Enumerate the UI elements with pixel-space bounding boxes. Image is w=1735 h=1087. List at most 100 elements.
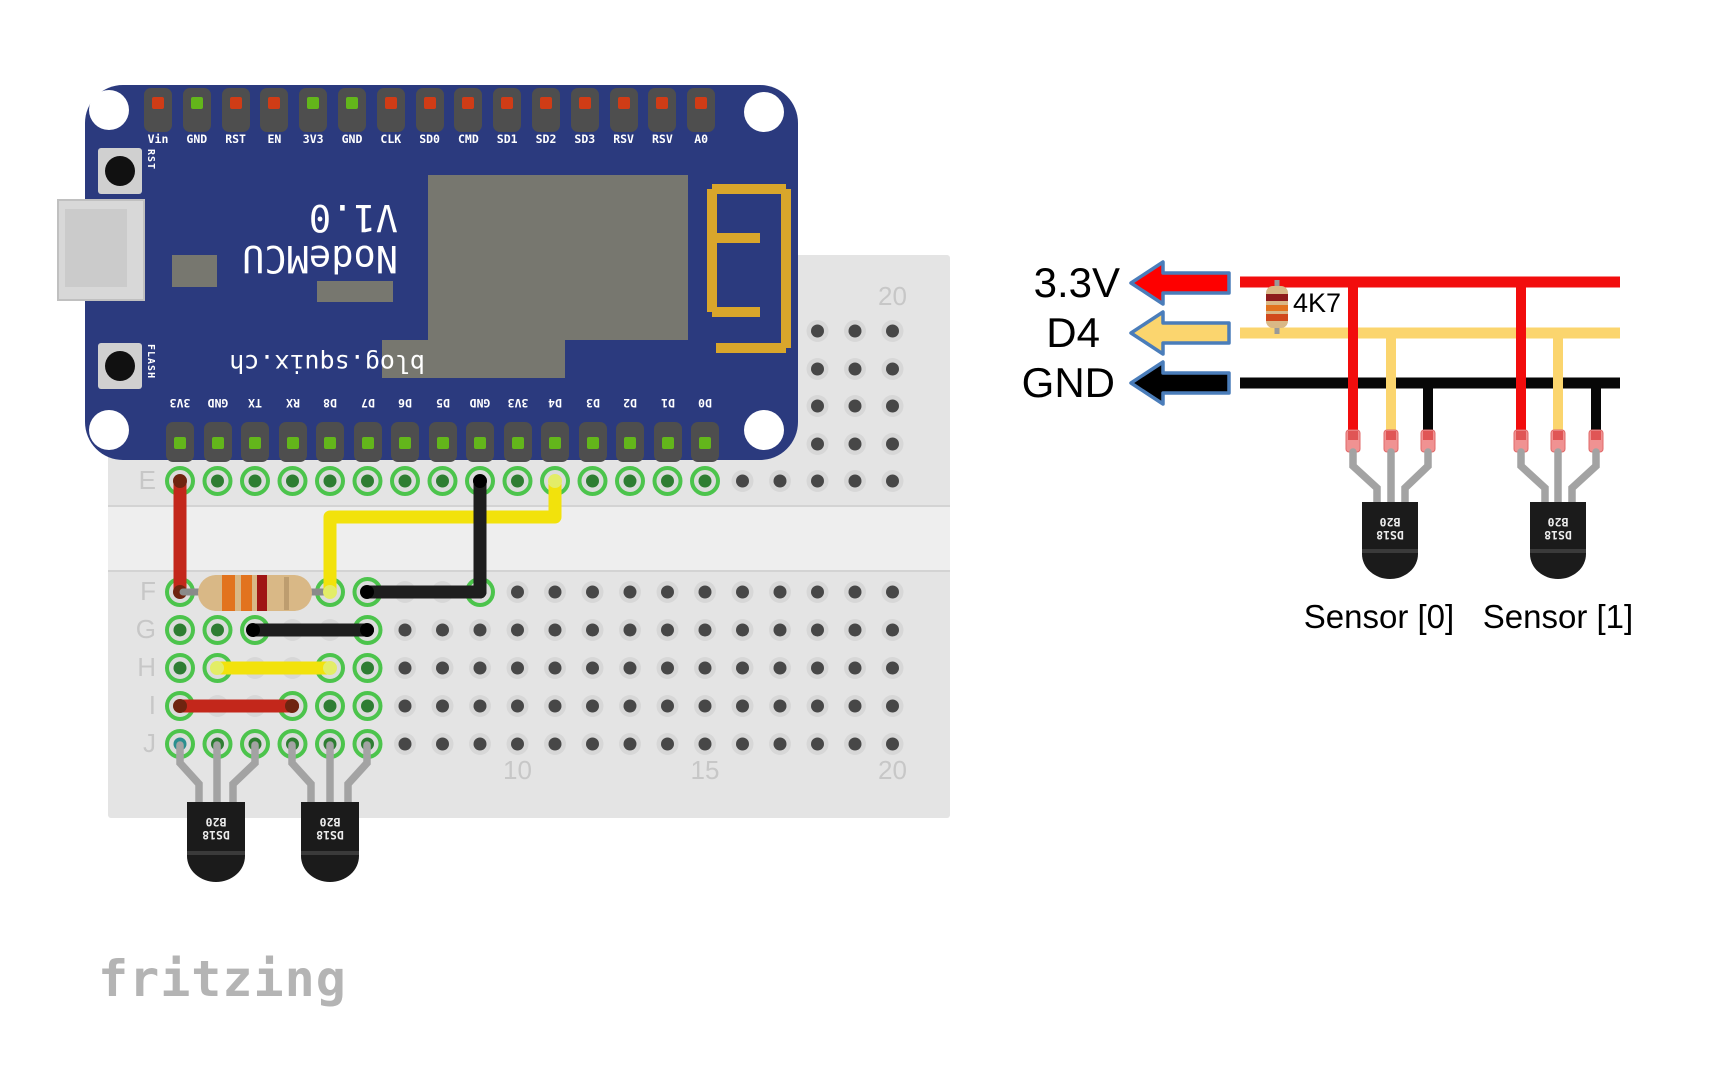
rst-button[interactable] (98, 148, 142, 194)
pin-label: A0 (694, 132, 709, 146)
pin-label: GND (186, 132, 208, 146)
pin-indicator (152, 97, 164, 109)
schematic-label-d4: D4 (1046, 309, 1100, 356)
pin-indicator (249, 437, 261, 449)
pin-label: EN (267, 132, 282, 146)
board-subtitle: blog.squix.ch (229, 349, 425, 378)
mounting-hole (744, 410, 784, 450)
chip-text-line1: DS18 (202, 828, 230, 842)
mounting-hole (89, 90, 129, 130)
pin-indicator (268, 97, 281, 109)
pin-indicator (211, 437, 224, 449)
pin-indicator (661, 437, 674, 449)
esp-module-shield (428, 175, 688, 340)
flash-button[interactable] (98, 343, 142, 389)
pin-label: D2 (623, 396, 637, 410)
pin-indicator (549, 437, 561, 449)
arrow-3v3-icon (1129, 260, 1231, 306)
pin-label: CLK (380, 132, 402, 146)
pin-indicator (699, 437, 711, 449)
usb-connector (57, 199, 145, 301)
sensor-1-label: Sensor [1] (1482, 598, 1634, 635)
pin-label: GND (469, 396, 491, 410)
pin-label: D1 (660, 396, 675, 410)
pin-pad (687, 88, 716, 132)
pin-indicator (511, 437, 524, 449)
pin-indicator (578, 97, 591, 109)
chip-text-line1: DS18 (1544, 528, 1572, 542)
pin-pad (493, 88, 522, 132)
pin-indicator (436, 437, 449, 449)
board-title-line2: V1.0 (308, 196, 398, 239)
pin-label: GND (341, 132, 363, 146)
pin-pad (221, 88, 250, 132)
pin-label: D7 (360, 396, 375, 410)
pin-label: RSV (613, 132, 634, 146)
pin-pad (182, 88, 211, 132)
pin-label: D3 (585, 396, 600, 410)
pin-indicator (462, 97, 475, 109)
pin-indicator (286, 437, 299, 449)
board-title: NodeMCU V1.0 (203, 195, 398, 280)
rst-button-cap[interactable] (105, 156, 135, 186)
column-label: 15 (690, 755, 720, 785)
pin-indicator (346, 97, 358, 109)
pin-label: Vin (147, 132, 169, 146)
pin-indicator (617, 97, 630, 109)
pin-indicator (384, 97, 397, 109)
pin-label: D8 (323, 396, 337, 410)
chip-text-line2: B20 (1548, 515, 1569, 529)
pin-indicator (656, 97, 669, 109)
pin-label: CMD (458, 132, 479, 146)
pin-indicator (586, 437, 599, 449)
pin-label: D0 (698, 396, 712, 410)
pin-label: 3V3 (507, 396, 528, 410)
pin-pad (144, 88, 172, 132)
pin-indicator (307, 97, 320, 109)
flash-button-label: FLASH (145, 344, 156, 380)
pin-indicator (174, 437, 186, 449)
pin-indicator (229, 97, 242, 109)
chip-text-line1: DS18 (316, 828, 344, 842)
usb-connector-inner (65, 209, 127, 287)
pin-label: SD2 (535, 132, 557, 146)
fritzing-logo: fritzing (98, 950, 347, 1008)
row-label: J (143, 728, 156, 758)
small-ic-chip (172, 255, 217, 287)
pin-pad (454, 88, 483, 132)
row-label: H (137, 652, 156, 682)
resistor-value-label: 4K7 (1293, 288, 1342, 318)
pin-label: RSV (652, 132, 673, 146)
pin-label: RX (285, 396, 300, 410)
row-label: I (148, 690, 156, 720)
column-label: 20 (878, 755, 907, 785)
row-label: F (140, 576, 156, 606)
pin-label: TX (248, 396, 262, 410)
pin-label: D5 (435, 396, 450, 410)
pin-label: GND (207, 396, 228, 410)
row-label: G (135, 614, 156, 644)
pin-pad (260, 88, 289, 132)
arrow-gnd-icon (1129, 360, 1231, 406)
flash-button-cap[interactable] (105, 351, 135, 381)
pin-pad (570, 88, 599, 132)
pin-pad (609, 88, 638, 132)
pin-label: D6 (398, 396, 412, 410)
pin-pad (338, 88, 366, 132)
schematic-label-3v3: 3.3V (1033, 259, 1120, 306)
pin-label: SD1 (496, 132, 518, 146)
sensor-0-label: Sensor [0] (1303, 598, 1455, 635)
pin-label: RST (225, 132, 246, 146)
pin-pad (415, 88, 444, 132)
pin-indicator (190, 97, 203, 109)
pin-indicator (324, 437, 336, 449)
column-label: 20 (878, 281, 907, 311)
schematic-label-gnd: GND (1021, 359, 1115, 406)
nodemcu-board: RST FLASH NodeMCU V1.0 blog.squix.ch Vin… (57, 85, 798, 462)
pin-indicator (423, 97, 436, 109)
pin-label: SD3 (574, 132, 596, 146)
pin-indicator (361, 437, 374, 449)
esp-module-pcb (382, 340, 565, 378)
